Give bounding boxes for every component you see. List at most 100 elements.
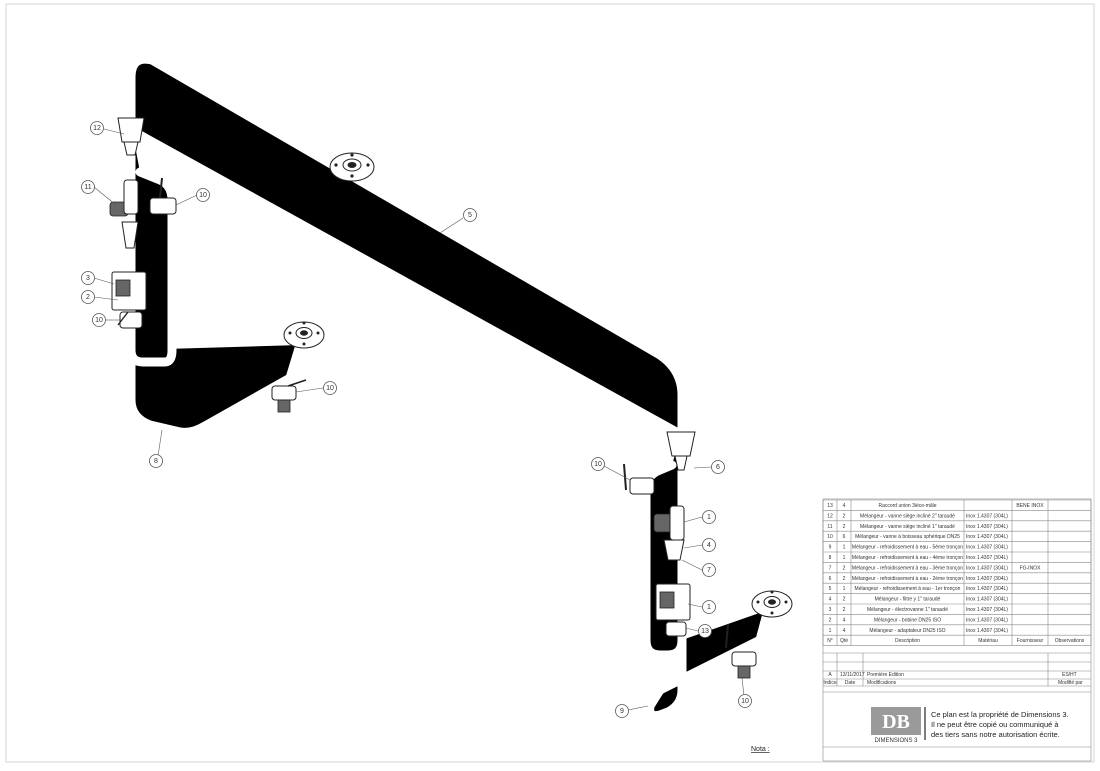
parts-row-description: Mélangeur - bobine DN25 ISO (874, 617, 941, 623)
balloon-b3a: 3 (81, 271, 95, 285)
right-valve-train (623, 431, 757, 679)
parts-row-quantity: 2 (843, 524, 846, 530)
balloon-b8: 8 (149, 454, 163, 468)
left-valve-train (109, 117, 307, 413)
balloon-number: 12 (93, 125, 101, 132)
parts-row-description: Mélangeur - refroidissement à eau - 3ème… (852, 565, 963, 571)
balloon-b10a: 10 (196, 188, 210, 202)
parts-row-quantity: 2 (843, 513, 846, 519)
nota-label: Nota : (751, 746, 770, 753)
leader-lines (93, 128, 745, 711)
rev-header-modifications: Modifications (867, 680, 897, 686)
pipe-section-8 (131, 345, 300, 433)
parts-row-number: 8 (829, 555, 832, 561)
parts-row-material: Inox 1.4307 (304L) (966, 513, 1008, 519)
parts-row-number: 11 (827, 524, 832, 530)
parts-row-quantity: 4 (843, 628, 846, 634)
balloon-number: 9 (620, 708, 624, 715)
parts-row-quantity: 4 (843, 617, 846, 623)
balloon-b5: 5 (463, 208, 477, 222)
svg-text:DB: DB (882, 711, 910, 733)
parts-row-quantity: 2 (843, 565, 846, 571)
balloon-b7: 7 (702, 563, 716, 577)
parts-row-number: 1 (829, 628, 832, 634)
parts-row-supplier: FG-INOX (1020, 565, 1041, 571)
parts-header-obs: Observations (1055, 638, 1085, 644)
rev-header-author: Modifié par (1058, 680, 1083, 686)
balloon-number: 13 (701, 628, 709, 635)
notice-line-3: des tiers sans notre autorisation écrite… (931, 730, 1060, 739)
parts-row-material: Inox 1.4307 (304L) (966, 534, 1008, 540)
parts-row-number: 9 (829, 545, 832, 551)
parts-row-number: 2 (829, 617, 832, 623)
balloon-b10b: 10 (92, 313, 106, 327)
rev-header-date: Date (845, 680, 856, 686)
balloon-number: 1 (707, 514, 711, 521)
balloon-number: 6 (716, 464, 720, 471)
flange-right (751, 590, 793, 618)
parts-row-material: Inox 1.4307 (304L) (966, 524, 1008, 530)
parts-row-description: Mélangeur - filtre y 1" taraudé (875, 597, 941, 603)
pipe-section-5 (131, 59, 682, 430)
balloon-number: 1 (707, 604, 711, 611)
parts-header-mat: Matériau (978, 638, 998, 644)
company-logo: DB DIMENSIONS 3 (871, 707, 921, 744)
notice-line-2: Il ne peut être copié ou communiqué à (931, 720, 1059, 729)
parts-row-description: Mélangeur - électrovanne 1" taraudé (867, 607, 948, 613)
parts-row-material: Inox 1.4307 (304L) (966, 565, 1008, 571)
rev-modification: Première Edition (867, 672, 904, 678)
parts-row-description: Raccord union 3ièce-mâle (878, 503, 936, 509)
balloon-b11a: 11 (81, 180, 95, 194)
balloon-number: 4 (707, 542, 711, 549)
parts-row-quantity: 2 (843, 576, 846, 582)
parts-row-description: Mélangeur - refroidissement à eau - 1er … (855, 586, 961, 592)
balloon-number: 5 (468, 212, 472, 219)
parts-row-quantity: 6 (843, 534, 846, 540)
parts-row-description: Mélangeur - vanne siège incliné 2" tarau… (860, 513, 955, 519)
balloon-b4: 4 (702, 538, 716, 552)
parts-row-quantity: 1 (843, 545, 846, 551)
parts-row-material: Inox 1.4307 (304L) (966, 576, 1008, 582)
flange-top (329, 152, 375, 182)
parts-header-qty: Qté (840, 638, 848, 644)
parts-row-material: Inox 1.4307 (304L) (966, 628, 1008, 634)
balloon-b12a: 12 (90, 121, 104, 135)
rev-header-indice: Indice (823, 680, 837, 686)
balloon-b1b: 1 (702, 600, 716, 614)
parts-row-quantity: 4 (843, 503, 846, 509)
balloon-b9: 9 (615, 704, 629, 718)
sheet-border (5, 3, 1095, 763)
balloon-number: 3 (86, 275, 90, 282)
balloon-number: 11 (84, 184, 91, 191)
balloon-number: 8 (154, 458, 158, 465)
parts-row-number: 13 (827, 503, 833, 509)
flange-left (283, 321, 325, 349)
balloon-b10d: 10 (591, 457, 605, 471)
parts-row-number: 10 (827, 534, 833, 540)
parts-row-number: 6 (829, 576, 832, 582)
parts-row-material: Inox 1.4307 (304L) (966, 555, 1008, 561)
logo-caption: DIMENSIONS 3 (874, 738, 918, 744)
parts-header-four: Fournisseur (1017, 638, 1044, 644)
balloon-b10e: 10 (738, 694, 752, 708)
part-balloons: 12 11 10 3 2 10 5 10 8 10 6 1 4 7 1 13 9 10 (81, 121, 752, 718)
balloon-number: 10 (199, 192, 207, 199)
notice-line-1: Ce plan est la propriété de Dimensions 3… (931, 710, 1069, 719)
balloon-b13: 13 (698, 624, 712, 638)
parts-row-number: 3 (829, 607, 832, 613)
balloon-b10c: 10 (323, 381, 337, 395)
parts-row-description: Mélangeur - refroidissement à eau - 5ème… (852, 545, 963, 551)
parts-header-desc: Description (895, 638, 920, 644)
balloon-number: 10 (326, 385, 334, 392)
parts-row-material: Inox 1.4307 (304L) (966, 586, 1008, 592)
parts-row-material: Inox 1.4307 (304L) (966, 545, 1008, 551)
rev-date: 13/11/2017 (840, 672, 865, 678)
parts-row-number: 5 (829, 586, 832, 592)
parts-row-quantity: 2 (843, 597, 846, 603)
parts-row-number: 7 (829, 565, 832, 571)
balloon-number: 2 (86, 294, 90, 301)
parts-row-description: Mélangeur - vanne siège incliné 1" tarau… (860, 524, 955, 530)
